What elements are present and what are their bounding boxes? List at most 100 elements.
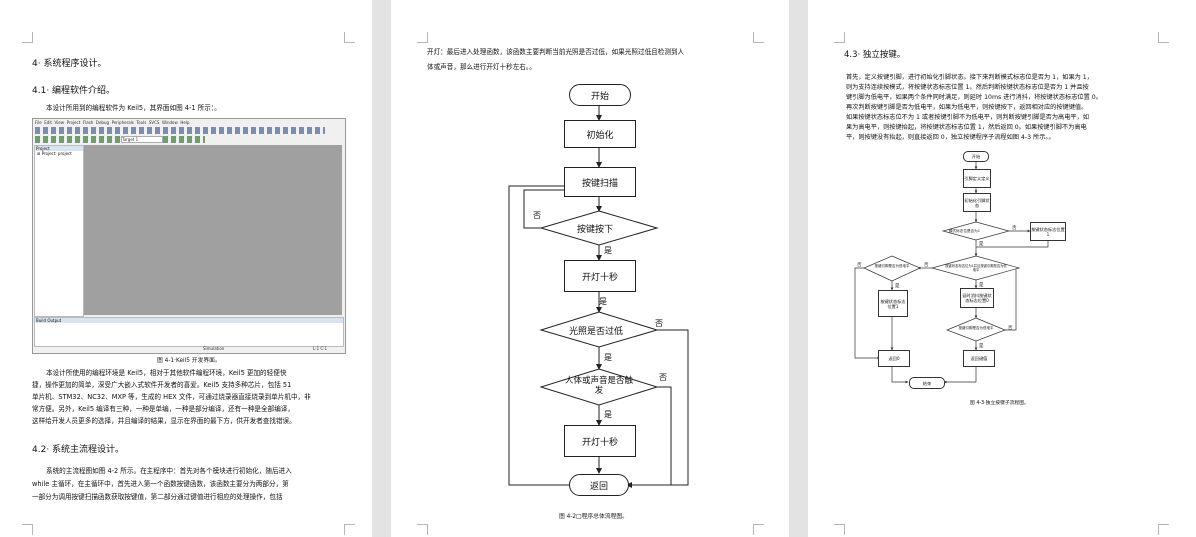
menu-flash: Flash [82,120,94,125]
kflow-delay: 延时消抖按键状态标志位置0 [960,288,994,308]
crop-mark [22,524,33,535]
label-yes-2: 是 [599,297,607,306]
klabel-no-2: 否 [924,263,929,268]
keil-target-select: Target 1 [121,136,163,143]
keil-toolbar-1 [35,127,325,134]
keil-project-title: Project [35,146,83,151]
keil-build-output: Build Output [34,317,344,347]
decision-flag-and-low [930,255,1021,281]
menu-view: View [54,120,65,125]
menu-debug: Debug [95,120,110,125]
flow-light-10s-2: 开灯十秒 [564,425,636,457]
keil-editor-area [84,145,342,315]
label-yes-1: 是 [604,246,612,255]
menu-file: File [35,120,42,125]
decision-triggered [539,368,659,406]
klabel-yes-3: 是 [895,284,900,289]
menu-svcs: SVCS [148,120,160,125]
flow-init: 初始化 [564,120,636,148]
klabel-yes-4: 是 [979,344,984,349]
kflow-end: 结束 [909,377,945,389]
p3-line-4: 再次判断按键引脚是否为低电平，如果为低电平，则按键按下，返回相对应的按键键值。 [846,104,1088,111]
figure-4-3-caption: 图 4-3·独立按键子流程图。 [970,401,1029,406]
flow-triggered-label: 人体或声音是否触发 [564,376,633,396]
menu-window: Window [161,120,178,125]
kflow-define: 引脚定义定义 [963,169,991,188]
figure-4-1-caption: 图 4-1·Keil5 开发界面。 [157,358,221,364]
label-no-2: 否 [655,319,663,328]
crop-mark [1158,524,1169,535]
kflow-return-0: 返回0 [878,350,910,367]
crop-mark [417,32,428,43]
keil-screenshot: File Edit View Project Flash Debug Perip… [32,118,346,354]
para1-line-4: 常方便。另外，Keil5 编译有三种，一种是单编，一种是部分编译，还有一种是全部… [32,405,294,413]
crop-mark [417,524,428,535]
p2-text-line-1: 开灯：最后进入处理函数，该函数主要判断当前光照是否过低，如果光照过低且检测到人 [427,48,685,56]
label-no-1: 否 [533,211,541,220]
figure-4-2-caption: 图 4-2□程序总体流程图。 [559,514,628,520]
klabel-yes-1: 是 [979,242,984,247]
kflow-both-label: 按键状态标志位为1并且按键引脚是否为低电平 [945,264,1007,272]
decision-key-pressed [539,210,659,246]
decision-mode-flag [941,221,1011,241]
crop-mark [1158,32,1169,43]
p3-line-6: 果为高电平，则按键抬起，将按键状态标志位置 1，然后返回 0。如果按键引脚不为高… [846,124,1087,131]
decision-low-light [539,311,659,348]
keil-status-pos: L:1 C:1 [313,346,328,351]
crop-mark [344,32,355,43]
kflow-return-key: 返回键值 [963,350,995,367]
klabel-no-1: 否 [1012,226,1017,231]
p3-line-3: 键引脚为低电平，如果两个条件同时满足，则延时 10ms 进行消抖，将按键状态标志… [846,94,1102,101]
flow-light-10s-1: 开灯十秒 [564,260,636,292]
para1-line-5: 这样给开发人员更多的选择，并且编译的结果，显示在界面的最下方，供开发者查找错误。 [32,417,296,425]
p3-line-5: 如果按键状态标志位不为 1 或者按键引脚不为低电平，则判断按键引脚是否为高电平，… [846,114,1089,121]
page-2: 开灯：最后进入处理函数，该函数主要判断当前光照是否过低，如果光照过低且检测到人 … [391,0,789,537]
menu-edit: Edit [44,120,52,125]
key-flowchart-connectors [854,161,1049,384]
kflow-set1: 按键状态标志位置1 [878,290,908,317]
para2-line-1: 系统的主流程图如图 4-2 所示。在主程序中：首先对各个模块进行初始化，随后进入 [46,467,292,475]
keil-build-title: Build Output [35,318,343,323]
crop-mark [753,524,764,535]
p3-line-1: 首先，定义按键引脚，进行初始化引脚状态。接下来判断模式标志位是否为 1，如果为 … [846,74,1093,81]
klabel-yes-2: 是 [979,283,984,288]
chapter-heading: 4· 系统程序设计。 [32,59,107,69]
flow-key-pressed-label: 按键按下 [577,225,614,235]
flow-low-light-label: 光照是否过低 [569,327,624,337]
label-yes-4: 是 [604,410,612,419]
kflow-low-label: 按键引脚是否为低电平 [874,264,910,268]
main-flowchart-connectors [508,105,689,488]
para2-line-2: while 主循环，在主循环中，首先进入第一个函数按键函数，该函数主要分为两部分… [32,480,289,488]
kflow-mode-label: 模式标志位是否为1 [949,229,981,233]
crop-mark [22,32,33,43]
flow-return: 返回 [569,474,629,496]
menu-help: Help [180,120,190,125]
section-heading-4-1: 4.1· 编程软件介绍。 [32,86,116,96]
kflow-init: 初始化引脚状态 [963,193,991,212]
page-1: 4· 系统程序设计。 4.1· 编程软件介绍。 本设计所用到的编程软件为 Kei… [0,0,372,537]
keil-status-bar: Simulation L:1 C:1 [33,346,345,352]
klabel-no-3: 否 [857,263,862,268]
para2-line-3: 一部分为调用按键扫描函数获取按键值，第二部分通过键值进行相应的处理操作，包括 [32,493,283,501]
page-3: 4.3· 独立按键。 首先，定义按键引脚，进行初始化引脚状态。接下来判断模式标志… [808,0,1196,537]
para1-line-3: 单片机、STM32、NC32、MXP 等，生成的 HEX 文件，可通过烧录器直接… [32,393,311,401]
crop-mark [344,524,355,535]
kflow-start: 开始 [963,151,989,162]
flow-start: 开始 [569,84,631,106]
menu-project: Project [66,120,81,125]
kflow-set-flag: 按键状态标志位置1 [1030,222,1066,241]
keil-project-panel: Project ⊞ Project: project [34,145,84,317]
para1-line-1: 本设计所使用的编程环境是 Keil5，相对于其他软件编程环境，Keil5 更加的… [46,369,287,377]
klabel-no-4: 否 [1008,326,1013,331]
intro-paragraph: 本设计所用到的编程软件为 Keil5，其界面如图 4-1 所示：。 [46,104,221,112]
flow-key-scan: 按键扫描 [564,167,636,197]
keil-menu-bar: File Edit View Project Flash Debug Perip… [35,120,345,126]
label-yes-3: 是 [604,353,612,362]
label-no-3: 否 [659,373,667,382]
p2-text-line-2: 体或声音，那么进行开灯十秒左右。。 [427,63,536,71]
decision-pin-low [863,255,921,282]
menu-peripherals: Peripherals [111,120,134,125]
section-heading-4-3: 4.3· 独立按键。 [844,50,906,60]
p3-line-7: 平，则按键没有抬起，则直接返回 0，独立按键程序子流程如图 4-3 所示。。 [846,134,1055,141]
crop-mark [753,32,764,43]
